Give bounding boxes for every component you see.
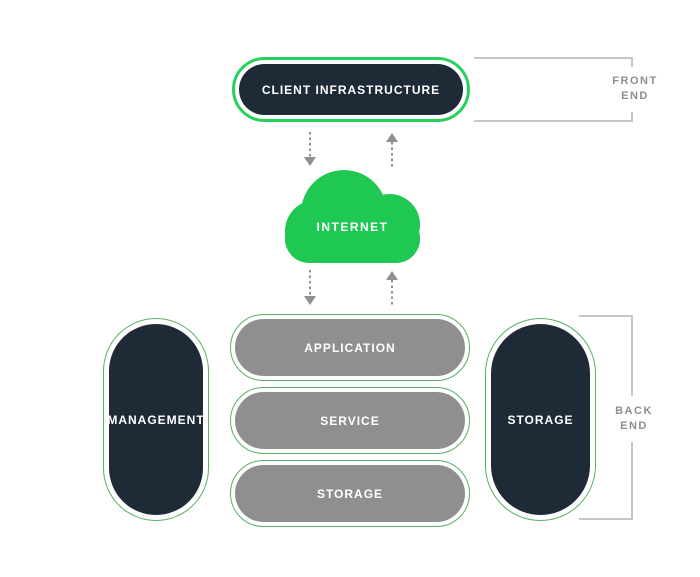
node-client-infrastructure: CLIENT INFRASTRUCTURE [232, 57, 470, 122]
dashed-arrow-up-icon [385, 133, 398, 167]
client-infrastructure-label: CLIENT INFRASTRUCTURE [261, 82, 441, 97]
storage-middle-pill: STORAGE [235, 465, 465, 522]
node-service: SERVICE [230, 387, 470, 454]
storage-middle-label: STORAGE [316, 486, 384, 501]
storage-right-label: STORAGE [507, 412, 574, 427]
internet-cloud: INTERNET [285, 170, 420, 263]
arrow-stem [308, 270, 311, 296]
bracket-tick [579, 518, 633, 520]
client-infrastructure-pill: CLIENT INFRASTRUCTURE [239, 64, 463, 115]
arrow-stem [390, 280, 393, 306]
storage-right-pill: STORAGE [491, 324, 590, 515]
front-end-label: FRONT END [612, 75, 658, 102]
management-pill: MANAGEMENT [107, 324, 205, 515]
node-application: APPLICATION [230, 314, 470, 381]
bracket-line [474, 57, 633, 59]
arrow-head [385, 133, 398, 142]
back-end-label: BACK END [603, 396, 665, 442]
arrow-head [303, 157, 316, 166]
service-pill: SERVICE [235, 392, 465, 449]
arrow-head [385, 271, 398, 280]
node-management: MANAGEMENT [103, 318, 209, 521]
application-pill: APPLICATION [235, 319, 465, 376]
bracket-tick [631, 112, 633, 122]
arrow-head [303, 296, 316, 305]
internet-label: INTERNET [316, 220, 389, 234]
bracket-tick [631, 57, 633, 67]
bracket-line [474, 120, 633, 122]
cloud-base [285, 214, 420, 263]
node-storage-middle: STORAGE [230, 460, 470, 527]
dashed-arrow-down-icon [303, 132, 316, 166]
management-label: MANAGEMENT [107, 412, 205, 427]
dashed-arrow-up-icon [385, 271, 398, 306]
arrow-stem [308, 132, 311, 157]
node-storage-right: STORAGE [485, 318, 596, 521]
bracket-tick [579, 315, 633, 317]
arrow-stem [390, 142, 393, 167]
application-label: APPLICATION [304, 340, 396, 355]
dashed-arrow-down-icon [303, 270, 316, 305]
service-label: SERVICE [320, 413, 380, 428]
